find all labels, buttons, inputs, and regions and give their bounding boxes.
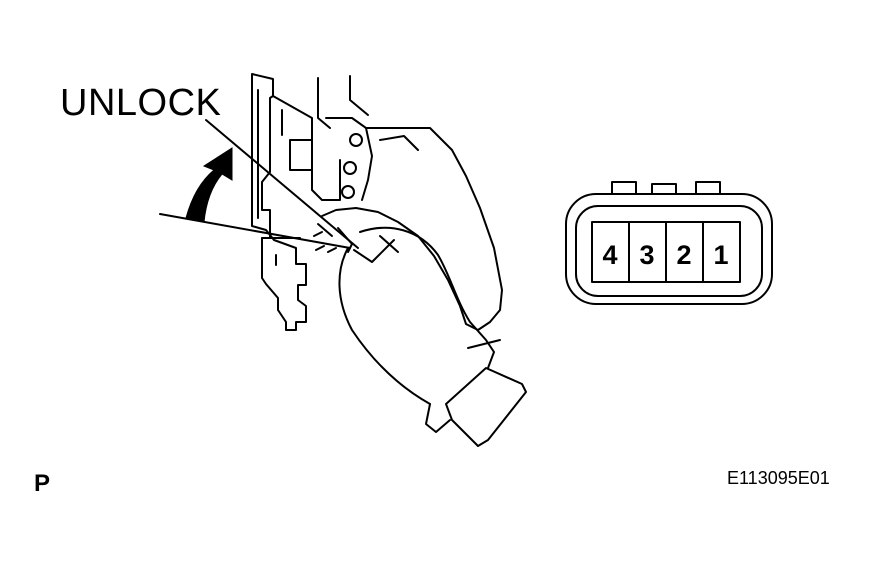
unlock-leader-line bbox=[205, 119, 359, 249]
unlock-arrow bbox=[185, 147, 233, 223]
pointer-leader-line bbox=[159, 213, 351, 249]
connector-plug-side bbox=[313, 226, 527, 447]
door-lock-housing bbox=[251, 73, 369, 331]
view-letter: P bbox=[34, 470, 51, 497]
figure-code: E113095E01 bbox=[727, 468, 830, 488]
lock-lever-plate bbox=[317, 117, 503, 331]
connector-front-view bbox=[565, 181, 773, 305]
pin-label-2: 2 bbox=[676, 240, 692, 270]
unlock-label: UNLOCK bbox=[60, 82, 222, 124]
pin-label-3: 3 bbox=[639, 240, 655, 270]
pin-label-1: 1 bbox=[713, 240, 729, 270]
pin-label-4: 4 bbox=[602, 240, 618, 270]
